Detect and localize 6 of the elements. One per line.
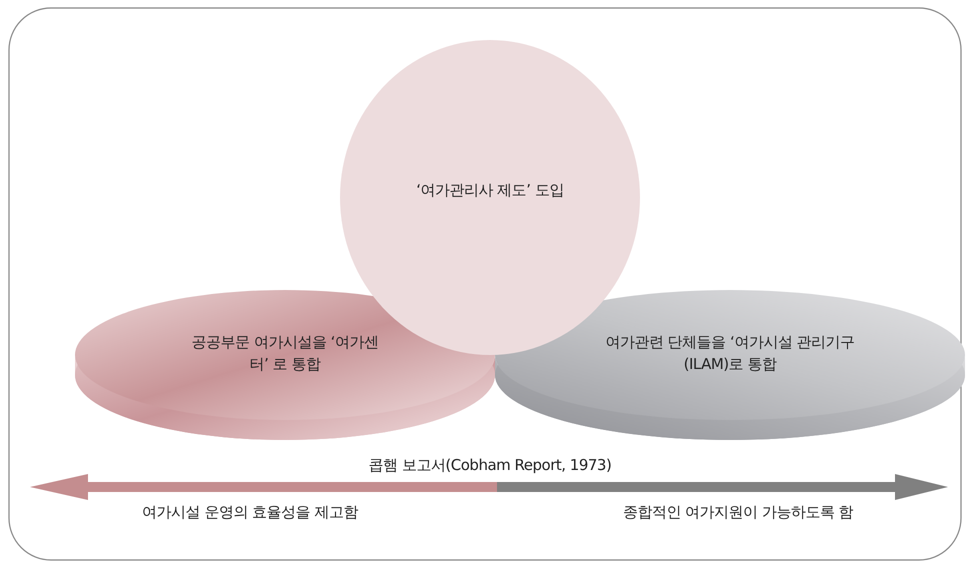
caption-text: 콥햄 보고서(Cobham Report, 1973): [368, 456, 612, 475]
node-text: 공공부문 여가시설을 ‘여가센터’ 로 통합: [190, 332, 380, 375]
caption-text: 종합적인 여가지원이 가능하도록 함: [622, 503, 854, 522]
node-text: 여가관련 단체들을 ‘여가시설 관리기구(ILAM)로 통합: [604, 332, 856, 375]
node-text: ‘여가관리사 제도’ 도입: [415, 180, 565, 201]
caption-text: 여가시설 운영의 효율성을 제고함: [142, 503, 358, 522]
